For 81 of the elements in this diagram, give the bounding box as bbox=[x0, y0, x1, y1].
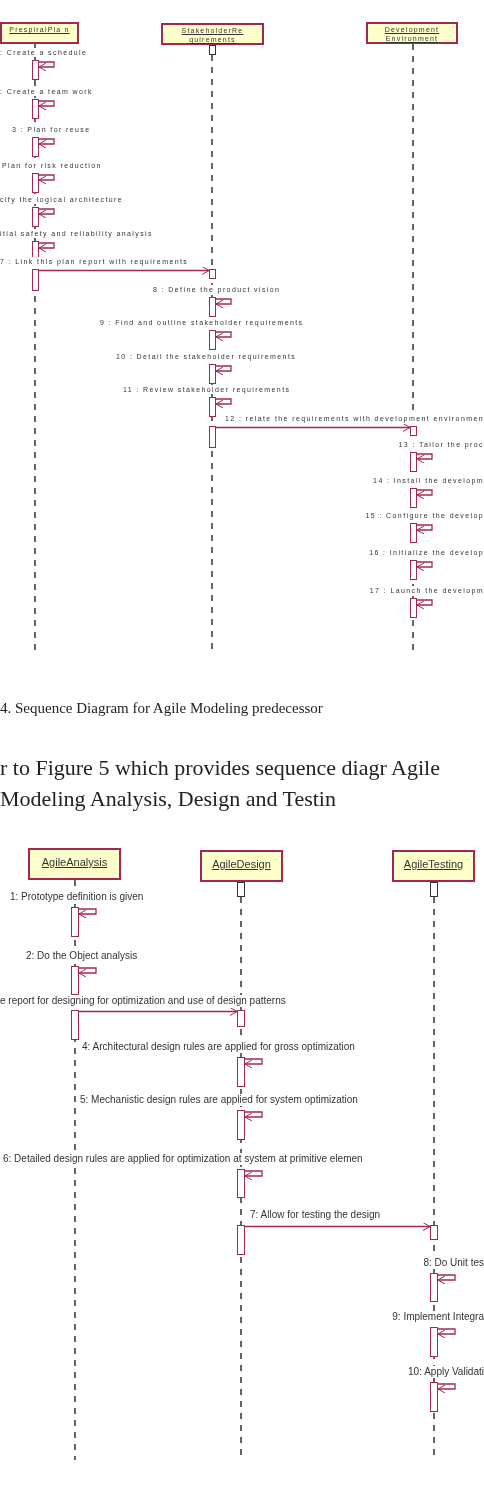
activation-bar bbox=[410, 598, 417, 618]
message-arrow bbox=[38, 100, 55, 111]
object-name: AgileAnalysis bbox=[41, 855, 108, 869]
message-arrow bbox=[38, 208, 55, 219]
message-arrow bbox=[215, 298, 232, 309]
message-arrow bbox=[38, 242, 55, 253]
activation-bar bbox=[237, 1010, 245, 1027]
edge-label: e report for designing for optimization and use of design patterns bbox=[0, 995, 286, 1007]
message-arrow bbox=[244, 1170, 263, 1181]
edge-label: 4: Architectural design rules are applied for gross optimization bbox=[82, 1041, 355, 1053]
figure-caption: 4. Sequence Diagram for Agile Modeling predecessor bbox=[0, 699, 323, 718]
activation-bar bbox=[410, 426, 417, 436]
activation-bar bbox=[32, 99, 39, 119]
edge-label: 9: Implement Integra bbox=[392, 1311, 484, 1323]
lifeline-head-box bbox=[161, 23, 264, 45]
edge-label: 5: Mechanistic design rules are applied for system optimization bbox=[80, 1094, 358, 1106]
message-arrow bbox=[215, 423, 411, 432]
activation-bar bbox=[430, 882, 438, 897]
object-name: AgileDesign bbox=[212, 857, 271, 871]
message-arrow bbox=[38, 266, 210, 275]
activation-bar bbox=[430, 1273, 438, 1302]
message-arrow bbox=[78, 967, 97, 978]
message-arrow bbox=[38, 138, 55, 149]
edge-label: 1: Prototype definition is given bbox=[10, 891, 144, 903]
lifeline-head-box bbox=[366, 22, 458, 44]
message-arrow bbox=[416, 489, 433, 500]
activation-bar bbox=[410, 452, 417, 472]
activation-bar bbox=[209, 364, 216, 384]
lifeline-head-box bbox=[28, 848, 121, 880]
edge-label: 10: Apply Validati bbox=[408, 1366, 484, 1378]
activation-bar bbox=[209, 269, 216, 279]
activation-bar bbox=[71, 1010, 79, 1040]
activation-bar bbox=[32, 269, 39, 291]
body-paragraph: r to Figure 5 which provides sequence diagr Agile Modeling Analysis, Design and Testin bbox=[0, 754, 441, 813]
edge-label: 7: Allow for testing the design bbox=[250, 1209, 381, 1221]
edge-label: 6: Detailed design rules are applied for optimization at system at primitive elemen bbox=[3, 1153, 363, 1165]
message-arrow bbox=[78, 1007, 238, 1016]
activation-bar bbox=[237, 1169, 245, 1198]
activation-bar bbox=[32, 60, 39, 80]
edge-label: 8: Do Unit tes bbox=[423, 1257, 484, 1269]
message-arrow bbox=[437, 1274, 456, 1285]
message-arrow bbox=[416, 453, 433, 464]
message-arrow bbox=[437, 1328, 456, 1339]
activation-bar bbox=[430, 1225, 438, 1240]
message-arrow bbox=[78, 908, 97, 919]
activation-bar bbox=[410, 523, 417, 543]
activation-bar bbox=[32, 137, 39, 157]
activation-bar bbox=[430, 1382, 438, 1412]
message-arrow bbox=[416, 524, 433, 535]
edge-label: 2: Do the Object analysis bbox=[26, 950, 138, 962]
activation-bar bbox=[237, 882, 245, 897]
message-arrow bbox=[38, 61, 55, 72]
activation-bar bbox=[410, 560, 417, 580]
activation-bar bbox=[209, 297, 216, 317]
activation-bar bbox=[71, 966, 79, 995]
message-arrow bbox=[416, 599, 433, 610]
message-arrow bbox=[244, 1058, 263, 1069]
message-arrow bbox=[215, 365, 232, 376]
object-name: AgileTesting bbox=[403, 857, 464, 871]
message-arrow bbox=[244, 1111, 263, 1122]
activation-bar bbox=[209, 45, 216, 55]
activation-bar bbox=[237, 1057, 245, 1087]
message-arrow bbox=[244, 1222, 431, 1231]
activation-bar bbox=[32, 173, 39, 193]
activation-bar bbox=[237, 1225, 245, 1255]
activation-bar bbox=[209, 397, 216, 417]
message-arrow bbox=[215, 331, 232, 342]
activation-bar bbox=[430, 1327, 438, 1357]
message-arrow bbox=[215, 398, 232, 409]
message-arrow bbox=[437, 1383, 456, 1394]
lifeline-head-box bbox=[392, 850, 475, 882]
activation-bar bbox=[71, 907, 79, 937]
activation-bar bbox=[209, 330, 216, 350]
lifeline-head-box bbox=[0, 22, 79, 44]
lifeline-head-box bbox=[200, 850, 283, 882]
message-arrow bbox=[416, 561, 433, 572]
activation-bar bbox=[209, 426, 216, 448]
message-arrow bbox=[38, 174, 55, 185]
activation-bar bbox=[32, 207, 39, 227]
activation-bar bbox=[237, 1110, 245, 1140]
activation-bar bbox=[410, 488, 417, 508]
